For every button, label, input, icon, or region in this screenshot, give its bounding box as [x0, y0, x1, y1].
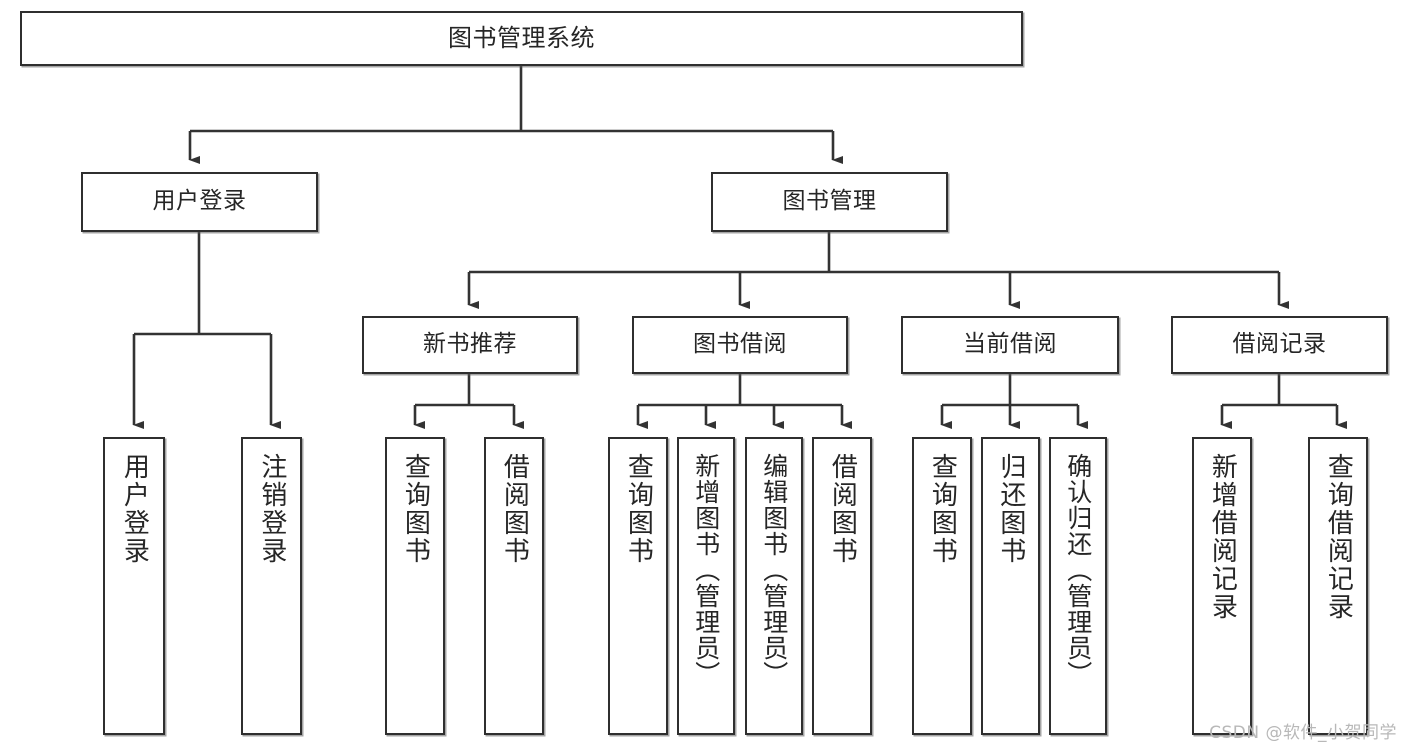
node-user-login[interactable]: 用户登录: [81, 172, 318, 232]
node-label: 查询图书: [400, 453, 431, 565]
node-label: 编辑图书（管理员）: [759, 453, 789, 687]
leaf-recommend-borrow-book[interactable]: 借阅图书: [484, 437, 544, 735]
node-new-book-recommend[interactable]: 新书推荐: [362, 316, 578, 374]
node-label: 当前借阅: [963, 331, 1057, 358]
leaf-record-query-borrow-record[interactable]: 查询借阅记录: [1308, 437, 1368, 735]
leaf-current-confirm-return-admin[interactable]: 确认归还（管理员）: [1049, 437, 1107, 735]
leaf-recommend-query-book[interactable]: 查询图书: [385, 437, 445, 735]
node-label: 查询图书: [927, 453, 958, 565]
node-label: 图书管理: [782, 188, 877, 215]
node-book-management[interactable]: 图书管理: [711, 172, 948, 232]
node-label: 图书管理系统: [448, 24, 595, 53]
leaf-borrow-borrow-book[interactable]: 借阅图书: [812, 437, 872, 735]
node-label: 用户登录: [152, 188, 247, 215]
node-book-borrow[interactable]: 图书借阅: [632, 316, 848, 374]
node-label: 确认归还（管理员）: [1063, 453, 1093, 687]
node-label: 借阅图书: [827, 453, 858, 565]
leaf-current-query-book[interactable]: 查询图书: [912, 437, 972, 735]
leaf-user-login[interactable]: 用户登录: [103, 437, 165, 735]
leaf-borrow-edit-book-admin[interactable]: 编辑图书（管理员）: [745, 437, 803, 735]
node-label: 借阅记录: [1232, 331, 1327, 358]
node-current-borrow[interactable]: 当前借阅: [901, 316, 1119, 374]
leaf-current-return-book[interactable]: 归还图书: [981, 437, 1040, 735]
node-label: 新书推荐: [423, 331, 517, 358]
node-label: 新增图书（管理员）: [691, 453, 721, 687]
leaf-borrow-query-book[interactable]: 查询图书: [608, 437, 668, 735]
node-label: 图书借阅: [693, 331, 787, 358]
node-label: 注销登录: [256, 453, 287, 565]
leaf-borrow-add-book-admin[interactable]: 新增图书（管理员）: [677, 437, 735, 735]
node-label: 查询借阅记录: [1323, 453, 1354, 621]
node-label: 新增借阅记录: [1207, 453, 1238, 621]
leaf-user-logout[interactable]: 注销登录: [241, 437, 302, 735]
node-label: 归还图书: [995, 453, 1026, 565]
leaf-record-add-borrow-record[interactable]: 新增借阅记录: [1192, 437, 1252, 735]
node-root-system[interactable]: 图书管理系统: [20, 11, 1023, 66]
node-label: 用户登录: [119, 453, 150, 565]
node-borrow-record[interactable]: 借阅记录: [1171, 316, 1388, 374]
watermark-text: CSDN @软件_小贺同学: [1209, 723, 1397, 743]
node-label: 查询图书: [623, 453, 654, 565]
node-label: 借阅图书: [499, 453, 530, 565]
